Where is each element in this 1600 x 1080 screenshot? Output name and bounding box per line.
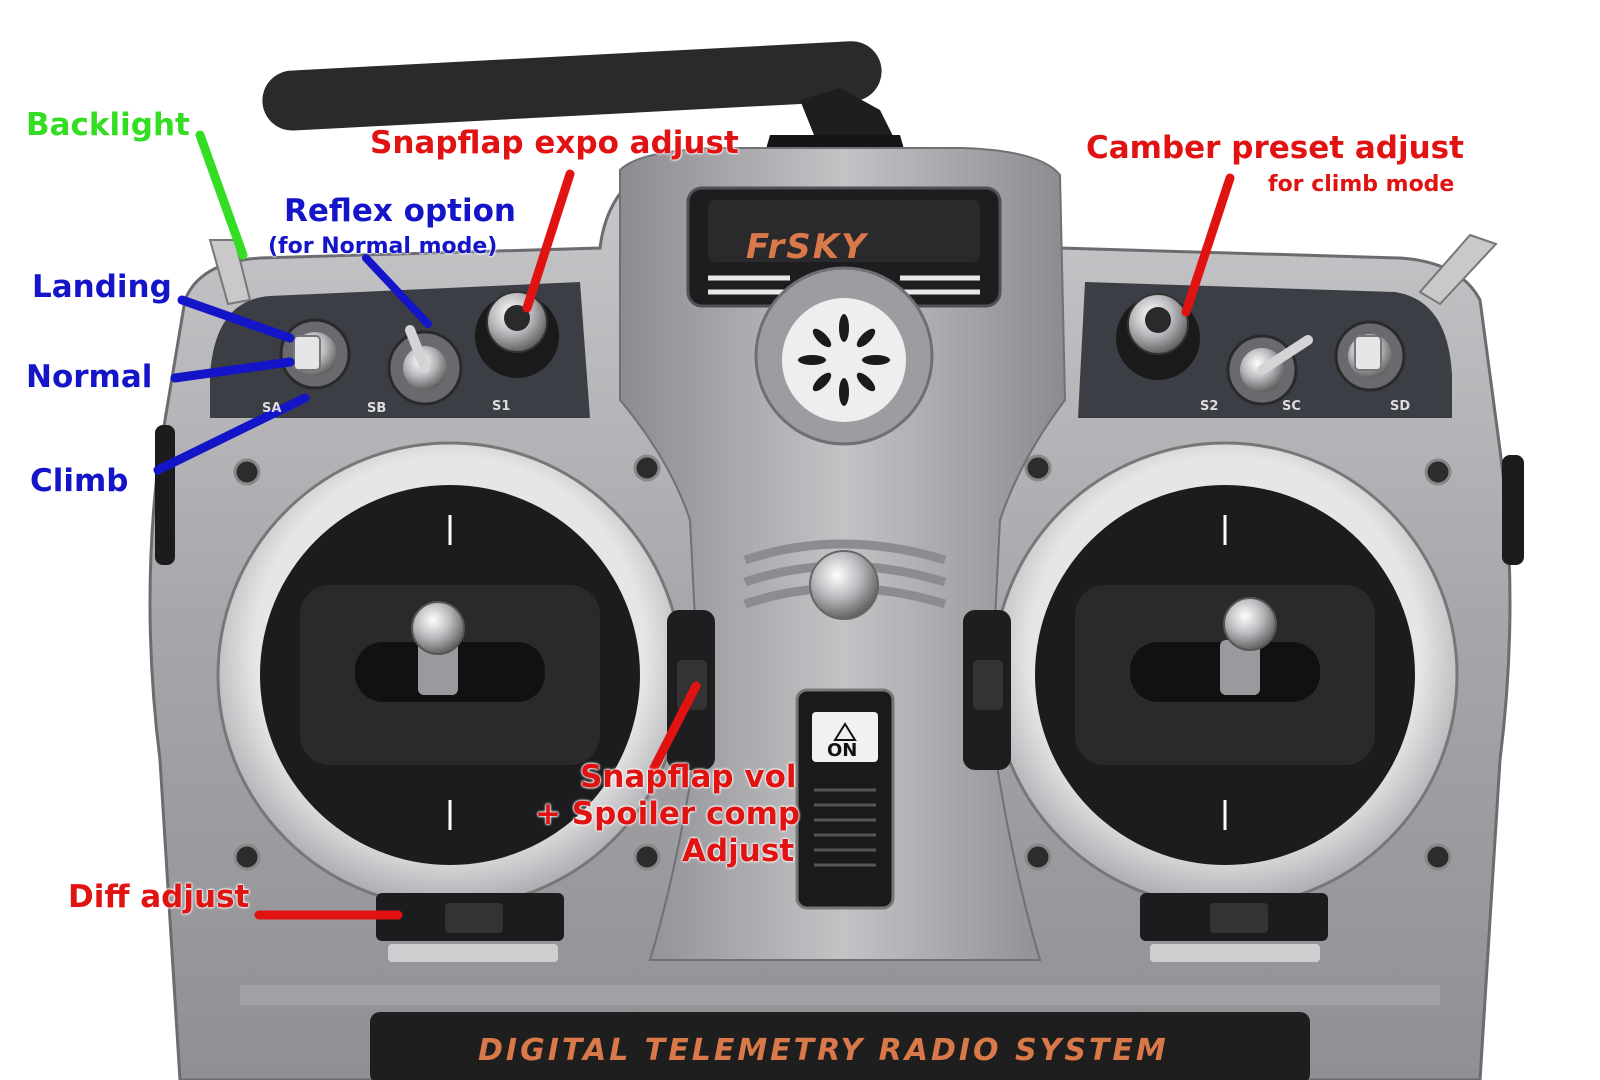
callout-camber-title: Camber preset adjust — [1086, 130, 1464, 166]
label-sb: SB — [367, 401, 387, 416]
callout-diff-adjust: Diff adjust — [68, 879, 250, 915]
callout-backlight: Backlight — [26, 107, 190, 143]
bottom-banner-text: DIGITAL TELEMETRY RADIO SYSTEM — [478, 1033, 1169, 1068]
label-sd: SD — [1390, 399, 1411, 414]
switch-sc — [1226, 334, 1313, 406]
switch-sa — [279, 318, 351, 390]
power-switch-label: ON — [827, 740, 858, 761]
callout-snapflap-vol-2: + Spoiler comp — [535, 796, 801, 832]
brand-logo-text: FrSKY — [746, 227, 868, 267]
climb-line — [153, 393, 310, 475]
right-bottom-trim — [1140, 893, 1328, 962]
callout-snapflap-expo: Snapflap expo adjust — [370, 125, 739, 161]
callout-lines — [153, 130, 1235, 920]
switch-sd — [1334, 320, 1406, 392]
right-slider-rs — [963, 610, 1011, 770]
label-sa: SA — [262, 401, 282, 416]
reflex-line — [362, 254, 432, 328]
right-side-slider — [1502, 455, 1524, 565]
switch-sh — [1418, 233, 1498, 306]
callout-normal: Normal — [26, 359, 153, 395]
callout-reflex-subtitle: (for Normal mode) — [268, 234, 498, 259]
bottom-casing — [240, 985, 1440, 1005]
left-gimbal — [216, 441, 684, 909]
callout-snapflap-vol-1: Snapflap vol — [580, 759, 797, 795]
backlight-line — [195, 130, 248, 260]
label-sc: SC — [1282, 399, 1301, 414]
screws — [233, 454, 1452, 871]
callout-climb: Climb — [30, 463, 129, 499]
knob-s2 — [1116, 293, 1200, 380]
handle-pivot — [809, 550, 879, 620]
bottom-banner-panel — [370, 1012, 1310, 1080]
label-s2: S2 — [1200, 399, 1219, 414]
normal-line — [170, 357, 295, 383]
camber-line — [1181, 173, 1235, 317]
left-bottom-trim — [376, 893, 564, 962]
snapflap-vol-line — [649, 681, 701, 773]
switch-sb — [387, 325, 463, 406]
callout-reflex-title: Reflex option — [284, 193, 516, 229]
switch-sf — [208, 239, 252, 306]
frsky-logo-plate — [686, 186, 1002, 308]
left-side-slider — [155, 425, 175, 565]
speaker-grille — [754, 266, 934, 446]
power-switch — [795, 688, 895, 910]
landing-line — [177, 295, 295, 343]
right-gimbal — [991, 441, 1459, 909]
callout-landing: Landing — [32, 269, 172, 305]
knob-s1 — [475, 291, 559, 378]
callout-camber-subtitle: for climb mode — [1268, 172, 1455, 197]
snapflap-expo-line — [522, 169, 575, 313]
label-s1: S1 — [492, 399, 511, 414]
callout-snapflap-vol-3: Adjust — [682, 833, 795, 869]
